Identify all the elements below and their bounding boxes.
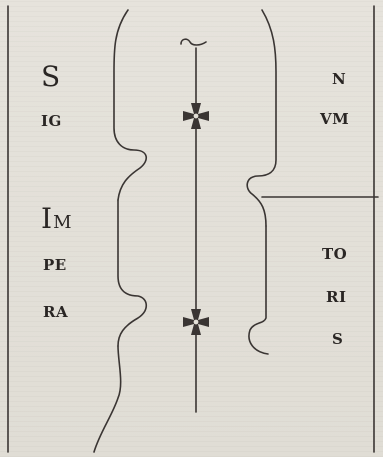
letters-vm: VM	[320, 110, 349, 128]
right-upper-brace	[247, 10, 276, 226]
left-middle-brace	[118, 200, 146, 346]
right-lower-brace	[249, 226, 268, 354]
letters-pe: PE	[43, 256, 67, 274]
initial-i: I	[41, 202, 53, 235]
letters-m: M	[53, 212, 72, 233]
left-upper-brace	[114, 10, 146, 200]
letters-ra: RA	[43, 303, 68, 321]
letters-ig: IG	[41, 112, 62, 130]
left-lower-brace	[94, 346, 121, 452]
letter-n: N	[332, 70, 346, 88]
cross-pattee-icon	[183, 103, 209, 129]
cross-pattee-icon	[183, 309, 209, 335]
tilde-flourish-icon	[181, 39, 206, 45]
letter-s: S	[332, 330, 343, 348]
letters-ri: RI	[326, 288, 346, 306]
initial-s: S	[41, 60, 61, 93]
letters-to: TO	[322, 245, 347, 263]
letters-im: IM	[41, 202, 72, 235]
